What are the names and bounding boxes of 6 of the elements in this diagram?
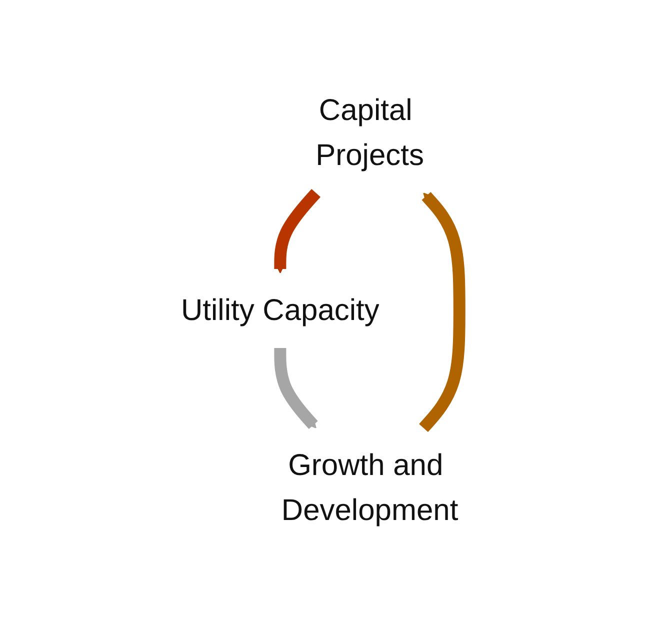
node-text: Utility Capacity <box>181 294 380 327</box>
arrow <box>274 189 321 274</box>
arrow <box>274 348 318 430</box>
node-text: Growth and Development <box>282 448 458 527</box>
arrow <box>419 192 466 432</box>
node-text: Capital Projects <box>316 94 424 172</box>
